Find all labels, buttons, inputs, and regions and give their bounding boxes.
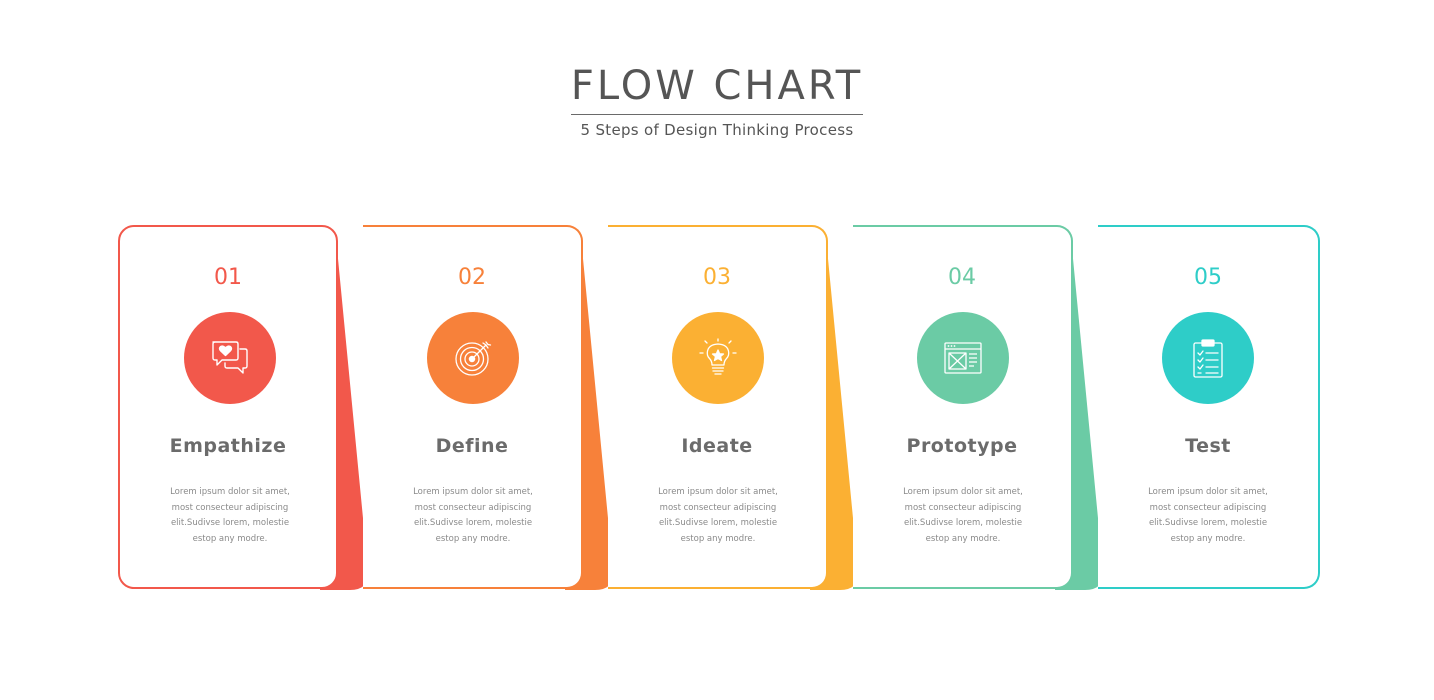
- step-card-1: 01 Empathize Lorem ipsum dolor sit amet,…: [118, 225, 338, 589]
- header: FLOW CHART 5 Steps of Design Thinking Pr…: [0, 62, 1434, 139]
- wireframe-window-icon: [944, 342, 982, 374]
- step-label: Prototype: [906, 435, 1018, 457]
- clipboard-checklist-icon: [1193, 339, 1223, 378]
- step-description: Lorem ipsum dolor sit amet, most consect…: [1148, 487, 1268, 544]
- step-number: 05: [1194, 265, 1222, 290]
- step-card-5: 05 Test Lorem ipsum dolor sit amet, most…: [1098, 225, 1320, 589]
- step-icon-circle: [672, 312, 764, 404]
- step-card-3: 03 Ideate Lorem ipsum dolor sit amet, mo…: [608, 225, 828, 589]
- step-label: Test: [1185, 435, 1231, 457]
- step-description: Lorem ipsum dolor sit amet, most consect…: [658, 487, 778, 544]
- page-title: FLOW CHART: [570, 62, 864, 115]
- page-subtitle: 5 Steps of Design Thinking Process: [580, 121, 854, 139]
- lightbulb-icon: [699, 338, 737, 375]
- step-label: Ideate: [681, 435, 753, 457]
- step-icon-circle: [184, 312, 276, 404]
- step-label: Empathize: [169, 435, 287, 457]
- step-description: Lorem ipsum dolor sit amet, most consect…: [413, 487, 533, 544]
- step-card-2: 02 Define Lorem ipsum dolor sit amet, mo…: [363, 225, 583, 589]
- step-card-4: 04 Prototype Lorem ipsum dolor sit amet,…: [853, 225, 1073, 589]
- step-label: Define: [435, 435, 509, 457]
- step-icon-circle: [1162, 312, 1254, 404]
- step-icon-circle: [917, 312, 1009, 404]
- step-number: 04: [948, 265, 976, 290]
- chat-heart-icon: [212, 341, 248, 374]
- target-icon: [455, 341, 492, 376]
- step-icon-circle: [427, 312, 519, 404]
- step-description: Lorem ipsum dolor sit amet, most consect…: [170, 487, 290, 544]
- step-number: 02: [458, 265, 486, 290]
- step-number: 01: [214, 265, 242, 290]
- step-description: Lorem ipsum dolor sit amet, most consect…: [903, 487, 1023, 544]
- step-number: 03: [703, 265, 731, 290]
